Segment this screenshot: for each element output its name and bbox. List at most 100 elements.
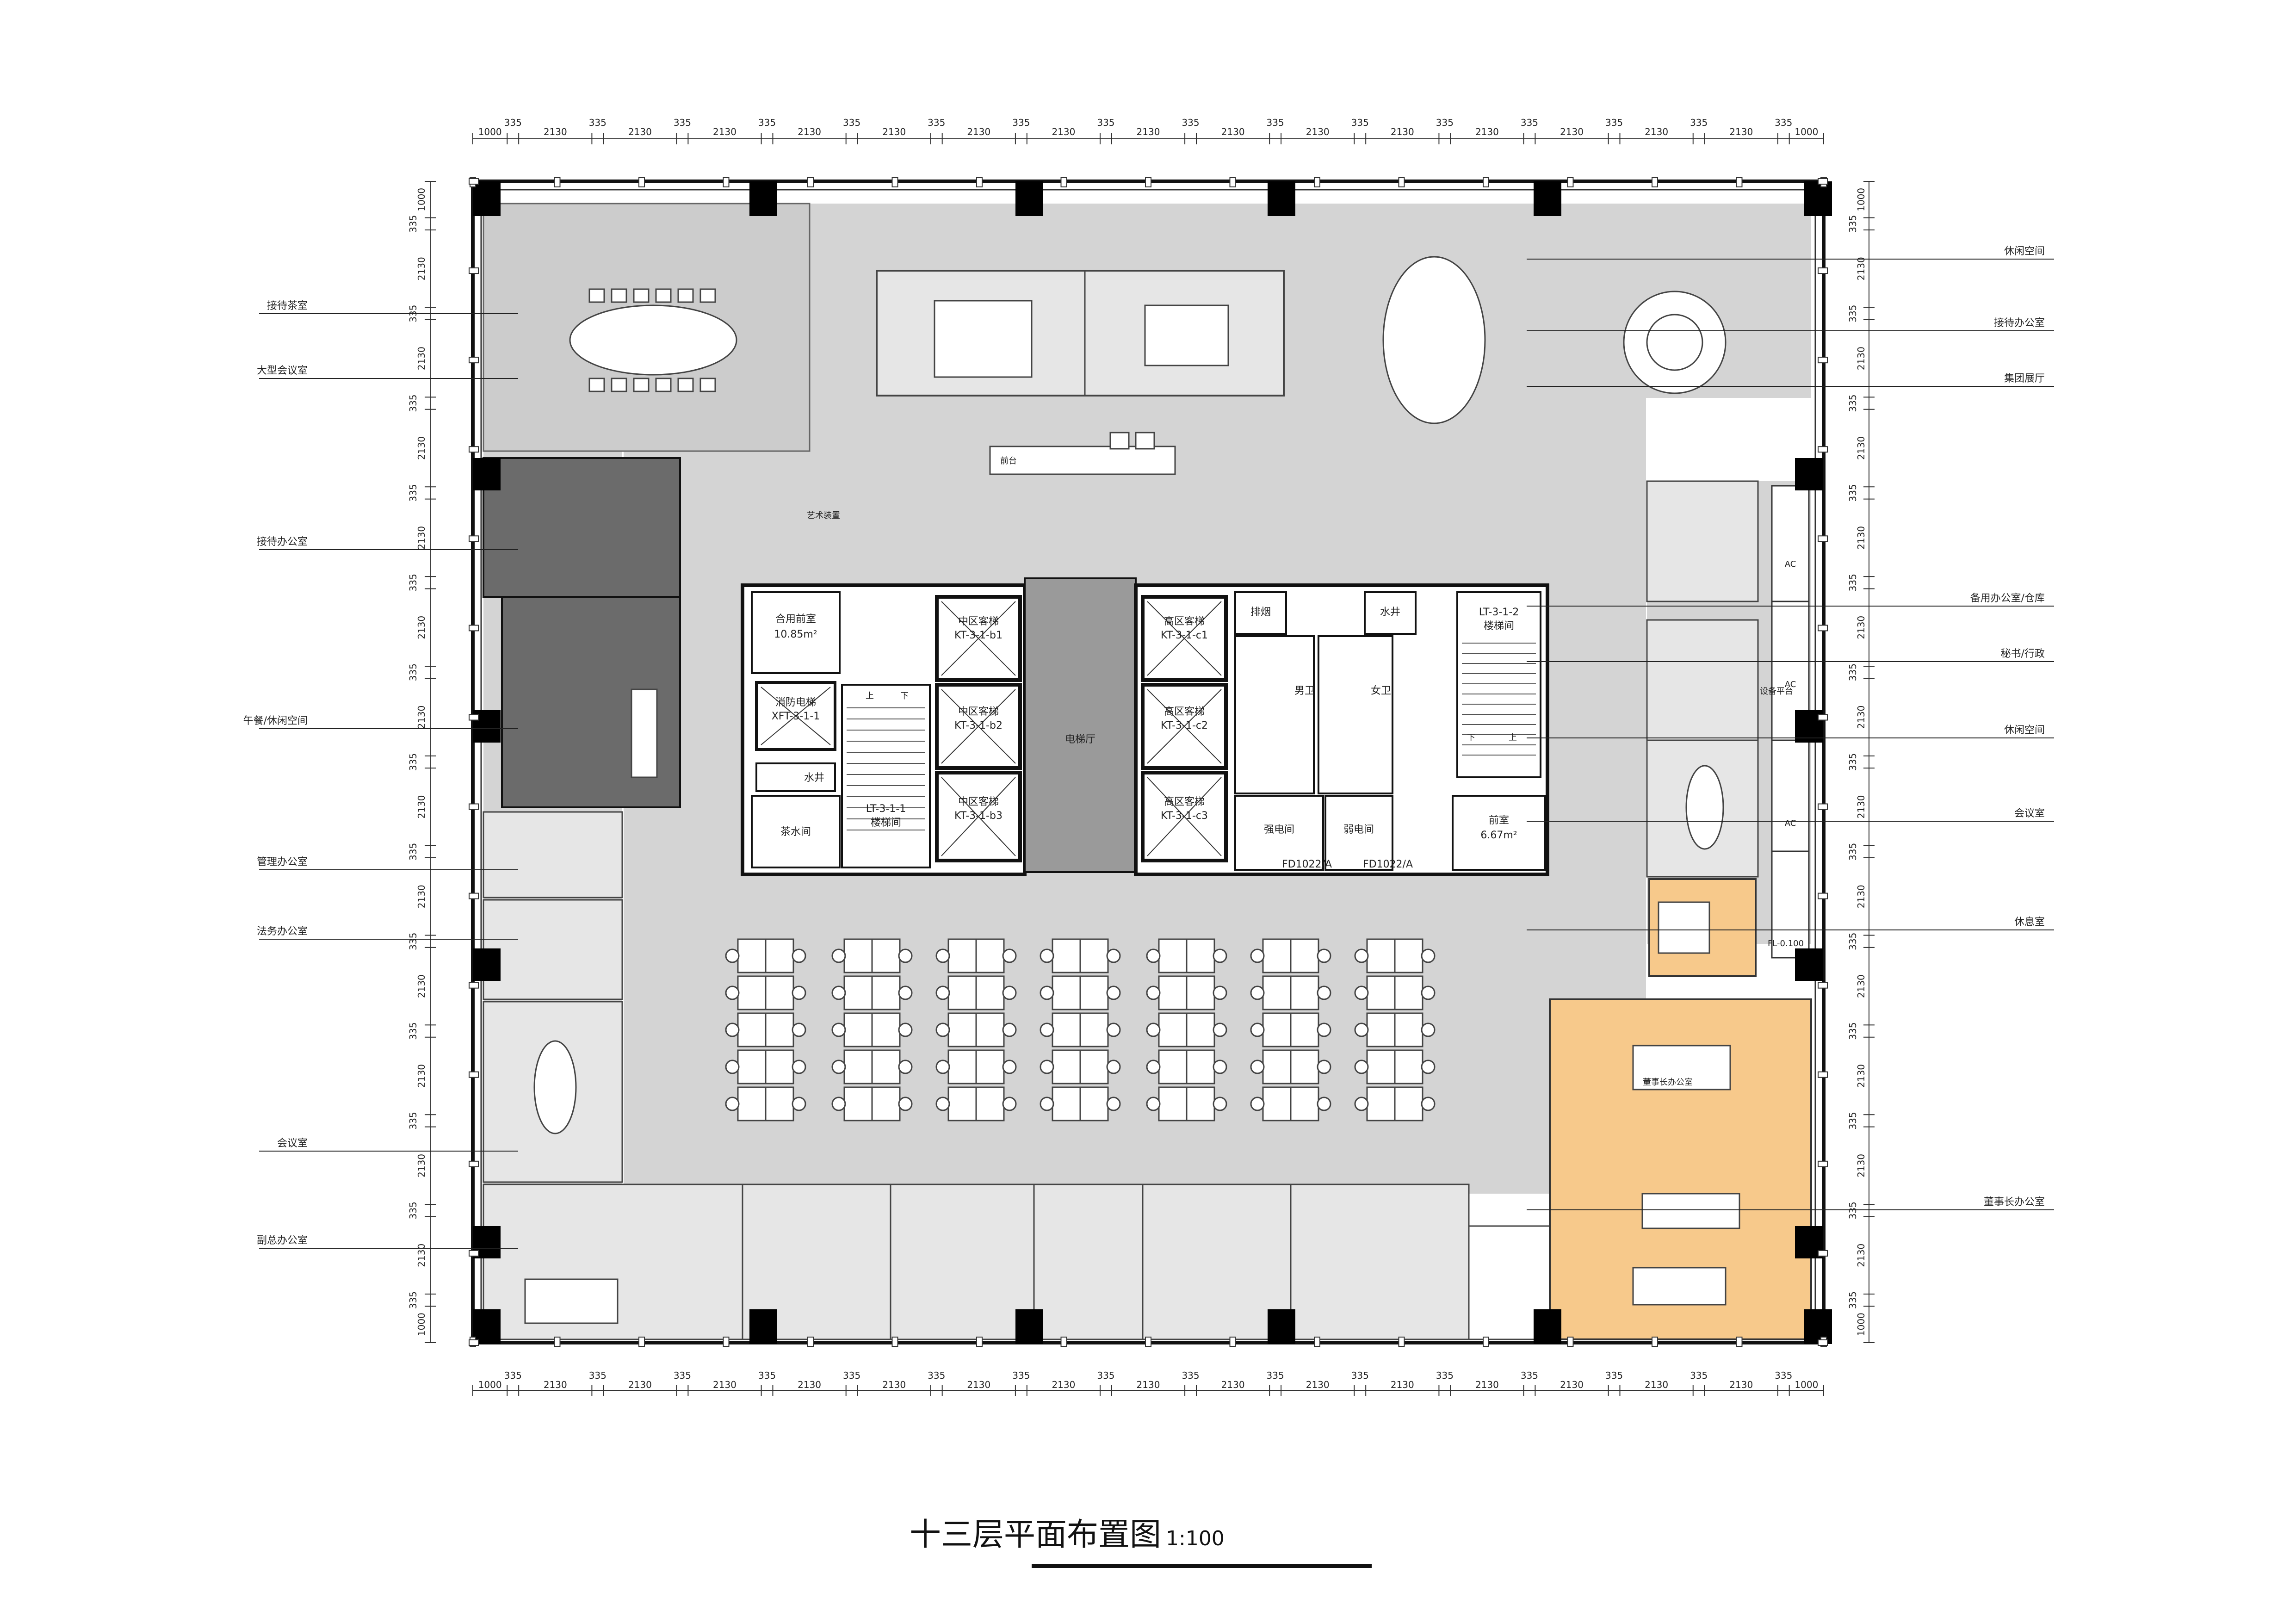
desk	[1052, 1049, 1081, 1084]
chair	[588, 288, 605, 303]
chair	[611, 288, 627, 303]
label-high-lift-code-3: KT-3-1-c3	[1161, 810, 1208, 822]
mullion	[469, 535, 479, 542]
dimension-label: 2130	[416, 436, 427, 460]
dimension-label: 335	[1847, 1202, 1858, 1219]
lift-crosses	[761, 601, 1222, 856]
dimension-label: 2130	[798, 1379, 821, 1390]
dimension-label: 2130	[416, 706, 427, 729]
dimension-label: 2130	[967, 1379, 990, 1390]
dimension-left: 1000335213033521303352130335213033521303…	[408, 181, 436, 1343]
chair	[1040, 948, 1054, 963]
chairman-desk	[1632, 1045, 1731, 1090]
desk	[843, 1049, 873, 1084]
label-fd1: FD1022/A	[1282, 859, 1332, 870]
mullion	[469, 714, 479, 721]
chair	[1354, 1022, 1369, 1037]
dimension-label: 2130	[416, 1244, 427, 1267]
chair	[1354, 1059, 1369, 1074]
mullion	[469, 1339, 479, 1346]
chair	[898, 1096, 913, 1111]
desk	[737, 1012, 767, 1047]
mullion	[1818, 446, 1828, 453]
mullion	[554, 177, 561, 187]
desk	[843, 1086, 873, 1121]
dimension-label: 2130	[416, 526, 427, 550]
desk	[1186, 1086, 1215, 1121]
chair	[1213, 1022, 1227, 1037]
desk	[1262, 975, 1292, 1010]
rest-bed	[1658, 901, 1710, 954]
dimension-label: 335	[1847, 1112, 1858, 1129]
chair	[1317, 985, 1331, 1000]
mullion	[1567, 177, 1574, 187]
desk	[1186, 1049, 1215, 1084]
label-art: 艺术装置	[807, 511, 840, 520]
chair	[1002, 1022, 1017, 1037]
chair	[898, 1059, 913, 1074]
dimension-label: 335	[674, 117, 691, 128]
mullion	[1483, 1337, 1489, 1347]
mullion	[1060, 1337, 1067, 1347]
dimension-label: 335	[1847, 753, 1858, 771]
chair	[1002, 1096, 1017, 1111]
mullion	[1818, 535, 1828, 542]
chair	[831, 1059, 846, 1074]
callout-label: 休息室	[2014, 917, 2045, 928]
label-stair1: LT-3-1-1	[866, 803, 906, 815]
callout-label: 会议室	[2014, 808, 2045, 819]
callout-label: 会议室	[277, 1138, 308, 1149]
dimension-label: 2130	[1856, 1154, 1867, 1177]
label-chairman-office: 董事长办公室	[1643, 1078, 1693, 1087]
dimension-label: 2130	[713, 1379, 736, 1390]
dimension-label: 2130	[1137, 126, 1160, 137]
dimension-label: 2130	[1391, 126, 1414, 137]
meeting-table-east	[1685, 765, 1724, 850]
desk	[1394, 1012, 1423, 1047]
water-shaft-2	[1364, 591, 1417, 635]
desk	[1052, 938, 1081, 973]
dimension-label: 2130	[416, 616, 427, 639]
label-stair1-name: 楼梯间	[871, 817, 901, 829]
chair	[1317, 1096, 1331, 1111]
desk	[1079, 1049, 1109, 1084]
reception-table	[934, 300, 1033, 378]
desk	[871, 1012, 901, 1047]
desk	[765, 938, 794, 973]
dimension-label: 335	[408, 1291, 419, 1309]
dimension-label: 2130	[628, 126, 652, 137]
dimension-label: 335	[1847, 305, 1858, 322]
desk	[737, 1086, 767, 1121]
title: 十三层平面布置图	[910, 1517, 1161, 1553]
callout-label: 副总办公室	[257, 1235, 308, 1246]
mullion	[1652, 1337, 1658, 1347]
desk	[1290, 1012, 1319, 1047]
mullion	[1818, 1250, 1828, 1257]
column	[1795, 948, 1823, 981]
room-spare-office	[1646, 480, 1759, 602]
label-stair2: LT-3-1-2	[1479, 607, 1519, 618]
callout-label: 管理办公室	[257, 856, 308, 868]
label-hefront: 合用前室	[775, 613, 816, 625]
dimension-label: 335	[1521, 117, 1538, 128]
label-stair1-down: 下	[900, 691, 909, 701]
column	[1268, 181, 1295, 216]
label-men-wc: 男卫	[1294, 685, 1315, 697]
desk	[1158, 1012, 1188, 1047]
furniture	[524, 256, 1740, 1324]
label-weak-elec: 弱电间	[1343, 824, 1374, 836]
mullion	[469, 1250, 479, 1257]
desk	[1262, 1086, 1292, 1121]
chair	[588, 378, 605, 392]
smoke-shaft	[1234, 591, 1287, 635]
dimension-label: 2130	[1645, 1379, 1668, 1390]
dimension-label: 2130	[1475, 126, 1499, 137]
chair	[792, 948, 806, 963]
chair	[1106, 1022, 1121, 1037]
dimension-label: 335	[758, 1370, 776, 1381]
chairman-table-2	[1632, 1267, 1727, 1306]
chair	[1106, 948, 1121, 963]
chair	[1213, 1096, 1227, 1111]
desk	[947, 1049, 977, 1084]
dimension-label: 2130	[416, 1154, 427, 1177]
